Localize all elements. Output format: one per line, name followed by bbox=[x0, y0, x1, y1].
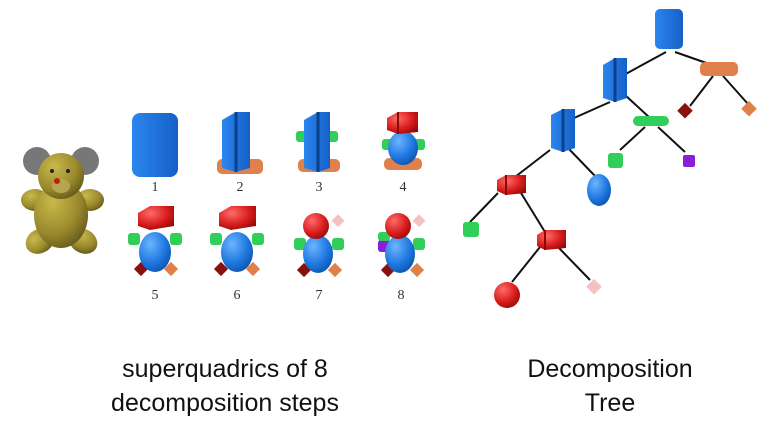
step-3-shape bbox=[296, 112, 340, 172]
tree-node-root bbox=[655, 9, 683, 49]
teddy-bear-model bbox=[21, 147, 104, 254]
step-2-shape bbox=[217, 112, 263, 174]
step-label-3: 3 bbox=[315, 180, 323, 195]
step-label-7: 7 bbox=[315, 288, 323, 303]
step-label-6: 6 bbox=[233, 288, 241, 303]
tree-node-purple-leaf bbox=[683, 155, 695, 167]
tree-edges bbox=[469, 51, 749, 283]
step-4-shape bbox=[382, 112, 425, 170]
decomposition-tree bbox=[463, 9, 757, 308]
step-label-4: 4 bbox=[399, 180, 407, 195]
tree-node-red-split bbox=[537, 230, 566, 250]
step-label-8: 8 bbox=[397, 288, 405, 303]
tree-node-orange-leaf bbox=[741, 100, 757, 117]
step-label-2: 2 bbox=[236, 180, 244, 195]
tree-node-pink-leaf bbox=[586, 278, 602, 295]
tree-node-green-pair bbox=[633, 116, 669, 126]
right-caption-line-2: Tree bbox=[584, 389, 636, 417]
step-6-shape bbox=[210, 206, 264, 277]
tree-node-split-blue-1 bbox=[603, 58, 627, 102]
tree-node-blue-body bbox=[587, 174, 611, 206]
tree-node-split-blue-2 bbox=[551, 109, 575, 152]
tree-node-red-sphere bbox=[494, 282, 520, 308]
step-7-shape bbox=[294, 213, 345, 278]
tree-node-orange-base bbox=[700, 62, 738, 76]
tree-node-red-head bbox=[497, 175, 526, 195]
step-8-shape bbox=[378, 213, 426, 278]
tree-node-green-leaf-1 bbox=[608, 153, 623, 168]
step-label-5: 5 bbox=[151, 288, 159, 303]
tree-node-green-leaf-2 bbox=[463, 222, 479, 237]
left-caption-line-1: superquadrics of 8 bbox=[122, 355, 328, 383]
left-caption-line-2: decomposition steps bbox=[111, 389, 339, 417]
left-caption: superquadrics of 8 decomposition steps bbox=[60, 352, 390, 420]
step-1-shape bbox=[132, 113, 178, 177]
step-label-1: 1 bbox=[151, 180, 159, 195]
step-5-shape bbox=[128, 206, 182, 277]
right-caption-line-1: Decomposition bbox=[527, 355, 693, 383]
right-caption: Decomposition Tree bbox=[480, 352, 740, 420]
